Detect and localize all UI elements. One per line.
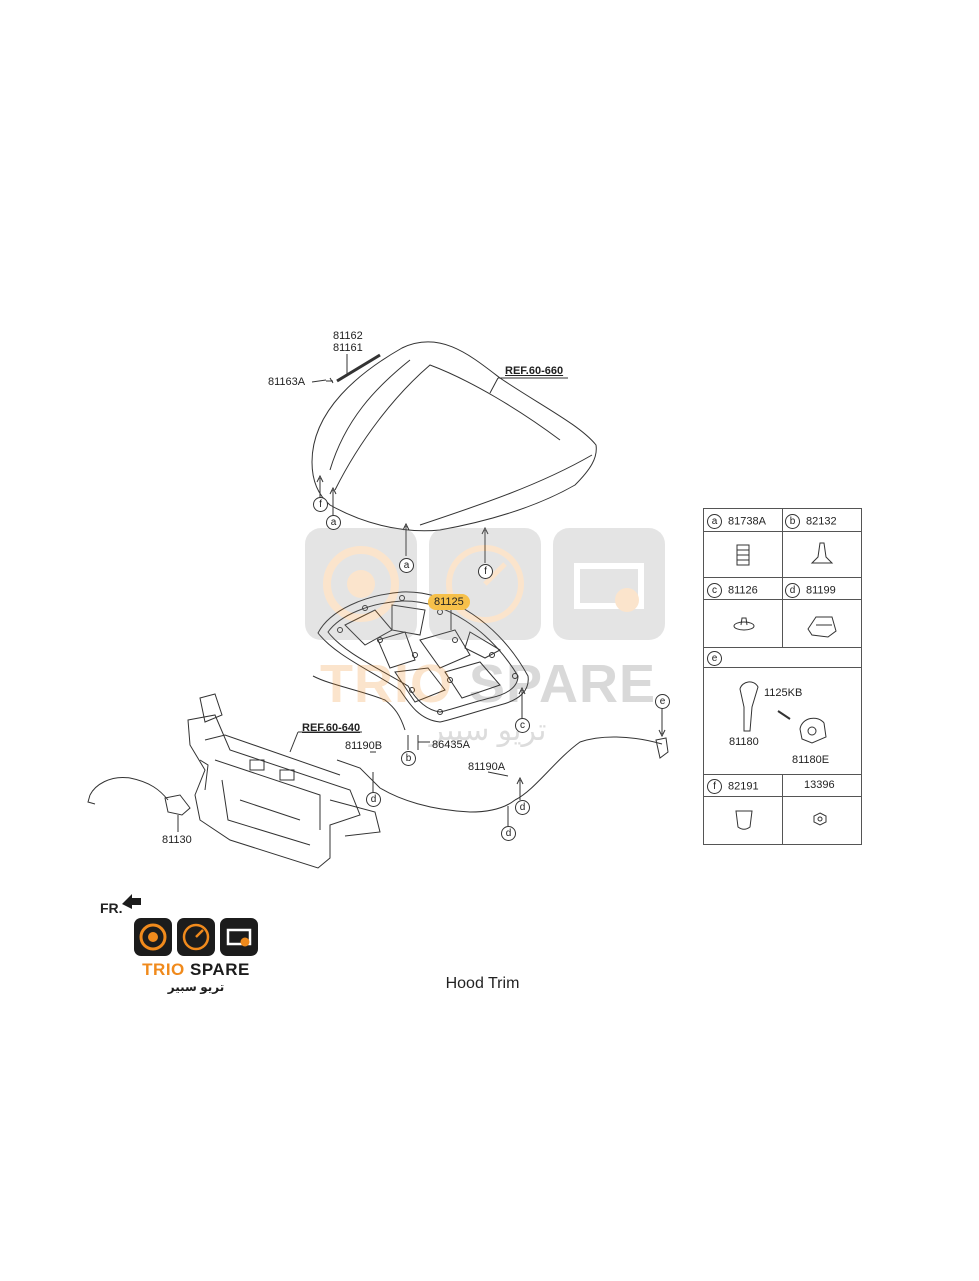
brand-arabic-name: تريو سبير	[167, 980, 225, 994]
hood-support-rod	[326, 353, 381, 384]
ref-label-hood: REF.60-660	[505, 365, 564, 377]
callout-d: d	[515, 800, 530, 815]
part-label-81130: 81130	[162, 834, 192, 846]
callout-e: e	[655, 694, 670, 709]
radiator-support	[187, 693, 381, 869]
diagram-caption: Hood Trim	[445, 975, 520, 992]
ref-label-radiator: REF.60-640	[302, 722, 361, 734]
part-label-81190A: 81190A	[468, 761, 506, 773]
callout-f: f	[478, 564, 493, 579]
small-stopper-icon	[733, 617, 755, 631]
release-cable-81190B	[336, 759, 516, 813]
callout-b: b	[401, 751, 416, 766]
callout-d: d	[366, 792, 381, 807]
bumper-stopper-icon	[736, 544, 750, 566]
hood-insulator-pad	[317, 591, 529, 723]
hood-latch	[87, 776, 191, 816]
legend-part-81180: 81180	[729, 736, 759, 748]
clip-icon	[810, 542, 834, 564]
front-direction-arrow	[122, 894, 141, 909]
callout-a: a	[399, 558, 414, 573]
hood-seal-strip	[312, 675, 406, 731]
callout-a: a	[326, 515, 341, 530]
part-label-81162: 81162	[333, 330, 363, 342]
hood-panel	[311, 341, 597, 532]
callout-c: c	[515, 718, 530, 733]
callout-f: f	[313, 497, 328, 512]
release-cable-81190A	[514, 736, 663, 801]
leader-lines	[177, 354, 666, 832]
hood-release-handle	[655, 737, 669, 759]
cable-clip-icon	[807, 616, 837, 638]
brand-wordmark: TRIO SPARE	[142, 960, 250, 979]
engine-icon	[220, 918, 258, 956]
legend-part-81180E: 81180E	[792, 754, 830, 766]
nut-icon	[813, 812, 827, 826]
legend-header-13396: 13396	[804, 779, 835, 791]
callout-d: d	[501, 826, 516, 841]
brand-logo: TRIO SPARE تريو سبير	[134, 918, 258, 996]
hood-release-handle-icon	[739, 681, 827, 744]
part-label-81161: 81161	[333, 342, 363, 354]
part-label-86435A: 86435A	[432, 739, 470, 751]
legend-header-e: e	[707, 651, 728, 666]
rubber-cushion-icon	[735, 810, 753, 830]
gauge-icon	[177, 918, 215, 956]
speaker-icon	[134, 918, 172, 956]
part-label-81190B: 81190B	[345, 740, 383, 752]
part-label-81125: 81125	[428, 594, 470, 610]
front-direction-label: FR.	[100, 900, 123, 916]
legend-part-1125KB: 1125KB	[764, 687, 803, 699]
part-label-81163A: 81163A	[268, 376, 306, 388]
